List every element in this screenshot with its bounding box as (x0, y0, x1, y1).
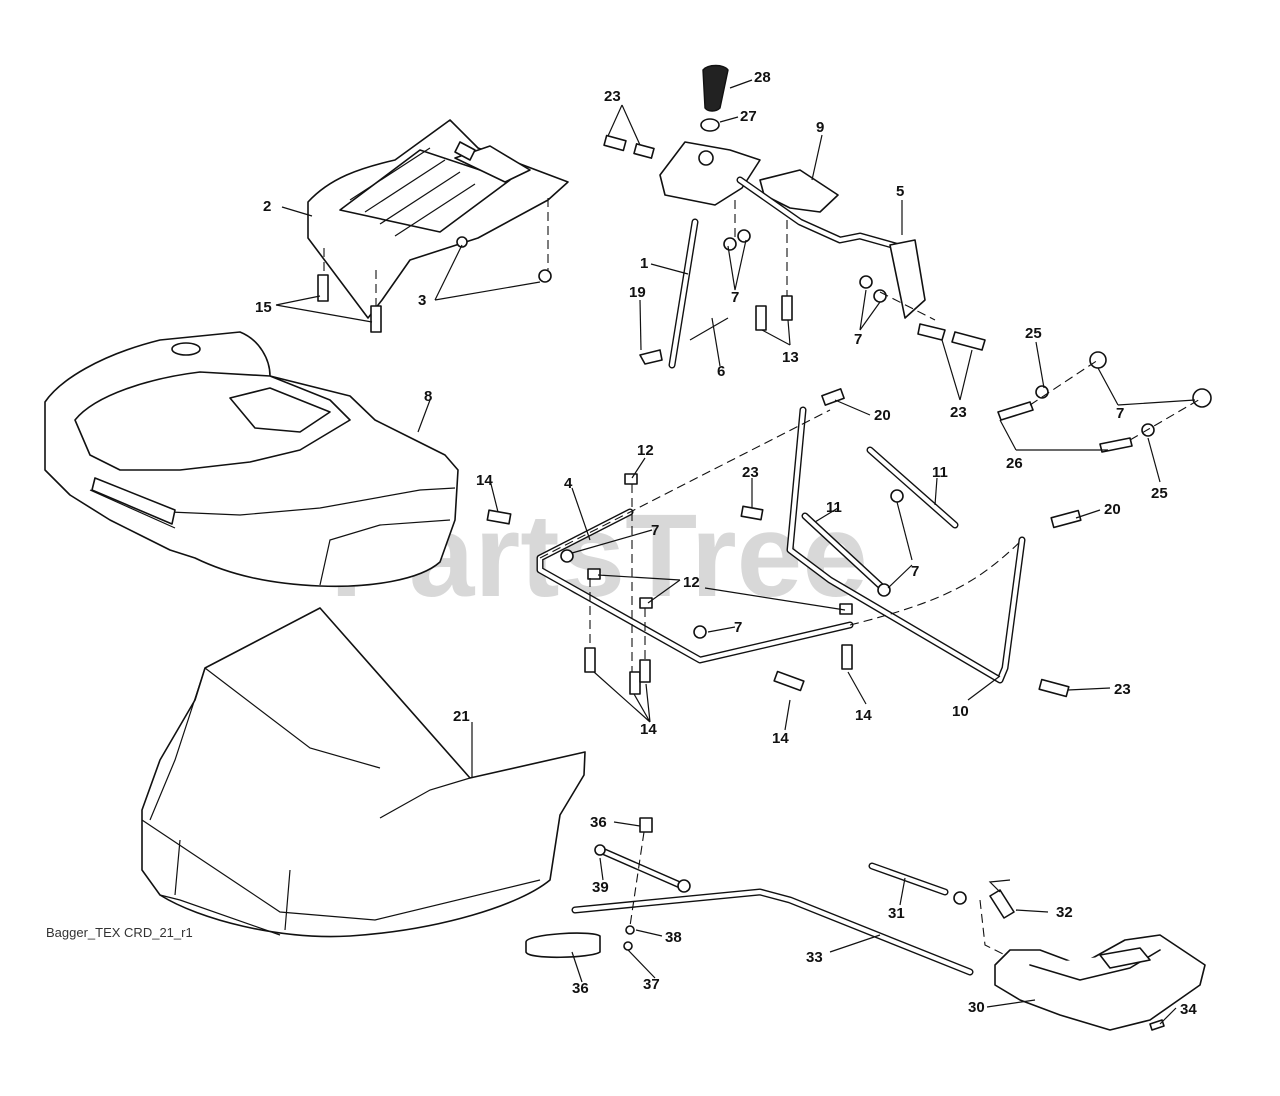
callout-26[interactable]: 26 (1006, 455, 1023, 472)
callout-2[interactable]: 2 (263, 198, 271, 215)
callout-5[interactable]: 5 (896, 183, 904, 200)
lever-fasteners[interactable] (603, 134, 986, 351)
callout-36-b[interactable]: 36 (572, 980, 589, 997)
callout-27[interactable]: 27 (740, 108, 757, 125)
callout-12-a[interactable]: 12 (637, 442, 654, 459)
callout-23-d[interactable]: 23 (1114, 681, 1131, 698)
callout-15[interactable]: 15 (255, 299, 272, 316)
callout-7-d[interactable]: 7 (651, 522, 659, 539)
mid-fasteners[interactable] (486, 388, 1082, 698)
callout-21[interactable]: 21 (453, 708, 470, 725)
callout-10[interactable]: 10 (952, 703, 969, 720)
callout-3[interactable]: 3 (418, 292, 426, 309)
callout-14-b[interactable]: 14 (855, 707, 872, 724)
callout-23-b[interactable]: 23 (950, 404, 967, 421)
callout-11-b[interactable]: 11 (826, 499, 842, 516)
callout-9[interactable]: 9 (816, 119, 824, 136)
callout-23-c[interactable]: 23 (742, 464, 759, 481)
leader-lines (275, 79, 1196, 1025)
hood-part[interactable] (44, 331, 459, 588)
callout-7-c[interactable]: 7 (1116, 405, 1124, 422)
callout-1[interactable]: 1 (640, 255, 648, 272)
lower-hardware[interactable] (525, 817, 691, 959)
callout-labels: 28 27 23 9 5 2 3 15 1 19 7 13 6 7 23 25 … (255, 69, 1197, 1018)
link-rod-11-part[interactable] (801, 446, 959, 594)
callout-37[interactable]: 37 (643, 976, 660, 993)
callout-39[interactable]: 39 (592, 879, 609, 896)
callout-19[interactable]: 19 (629, 284, 646, 301)
callout-13[interactable]: 13 (782, 349, 799, 366)
callout-25-b[interactable]: 25 (1151, 485, 1168, 502)
pedal-assembly-part[interactable] (868, 862, 1206, 1031)
callout-20-a[interactable]: 20 (874, 407, 891, 424)
callout-7-f[interactable]: 7 (734, 619, 742, 636)
callout-14-a[interactable]: 14 (476, 472, 493, 489)
callout-7-e[interactable]: 7 (911, 563, 919, 580)
callout-7-a[interactable]: 7 (731, 289, 739, 306)
vertical-rod-part[interactable] (639, 218, 729, 369)
callout-33[interactable]: 33 (806, 949, 823, 966)
bagger-box-part[interactable] (141, 607, 586, 938)
callout-8[interactable]: 8 (424, 388, 432, 405)
callout-25-a[interactable]: 25 (1025, 325, 1042, 342)
callout-4[interactable]: 4 (564, 475, 573, 492)
callout-7-b[interactable]: 7 (854, 331, 862, 348)
callout-12-b[interactable]: 12 (683, 574, 700, 591)
callout-31[interactable]: 31 (888, 905, 905, 922)
callout-30[interactable]: 30 (968, 999, 985, 1016)
dashed-assembly-line (539, 409, 1023, 626)
callout-28[interactable]: 28 (754, 69, 771, 86)
callout-32[interactable]: 32 (1056, 904, 1073, 921)
callout-14-c[interactable]: 14 (640, 721, 657, 738)
callout-38[interactable]: 38 (665, 929, 682, 946)
callout-14-d[interactable]: 14 (772, 730, 789, 747)
top-cover-part[interactable] (307, 119, 569, 319)
callout-23[interactable]: 23 (604, 88, 621, 105)
right-hardware[interactable] (997, 351, 1212, 453)
lever-assembly-part[interactable] (659, 64, 926, 319)
drawing-id-label: Bagger_TEX CRD_21_r1 (46, 925, 193, 940)
callout-36-a[interactable]: 36 (590, 814, 607, 831)
callout-11-a[interactable]: 11 (932, 464, 948, 481)
callout-34[interactable]: 34 (1180, 1001, 1197, 1018)
callout-20-b[interactable]: 20 (1104, 501, 1121, 518)
callout-6[interactable]: 6 (717, 363, 725, 380)
lift-tube-33-part[interactable] (571, 888, 974, 976)
frame-rod-10-part[interactable] (786, 406, 1026, 684)
cover-fasteners[interactable] (317, 198, 552, 333)
